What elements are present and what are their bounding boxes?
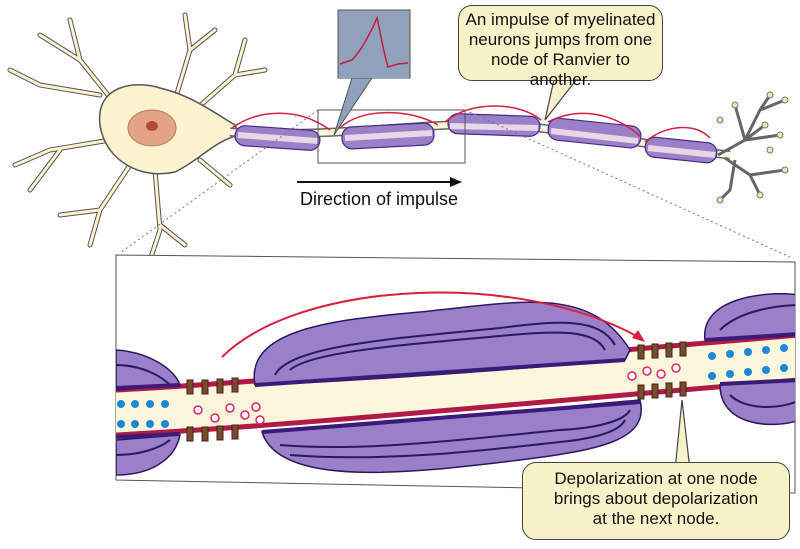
- callout-top-line-3: node of Ranvier to another.: [491, 50, 630, 89]
- action-potential-trace: [339, 15, 409, 68]
- impulse-jump-arrows: [231, 105, 711, 143]
- myelin-right-lower: [719, 379, 795, 426]
- callout-bottom-line-1: Depolarization at one node: [554, 469, 758, 488]
- callout-top-line-2: neurons jumps from one: [468, 30, 653, 49]
- action-potential-inset: [337, 9, 411, 79]
- myelin-right-upper: [704, 293, 795, 341]
- negative-ions: [117, 344, 788, 428]
- callout-bottom: Depolarization at one node brings about …: [522, 462, 790, 540]
- callout-bottom-line-3: at the next node.: [592, 509, 720, 528]
- callout-bottom-line-2: brings about depolarization: [553, 489, 759, 508]
- sodium-channels: [186, 341, 687, 442]
- callout-top-line-1: An impulse of myelinated: [465, 10, 656, 29]
- positive-ions: [193, 363, 681, 425]
- axon-terminals: [717, 94, 786, 202]
- callout-top: An impulse of myelinated neurons jumps f…: [458, 5, 663, 89]
- zoom-region: [317, 109, 466, 164]
- direction-label: Direction of impulse: [300, 189, 459, 209]
- nucleolus: [146, 121, 158, 131]
- impulse-jump-arrow-large: [221, 291, 641, 358]
